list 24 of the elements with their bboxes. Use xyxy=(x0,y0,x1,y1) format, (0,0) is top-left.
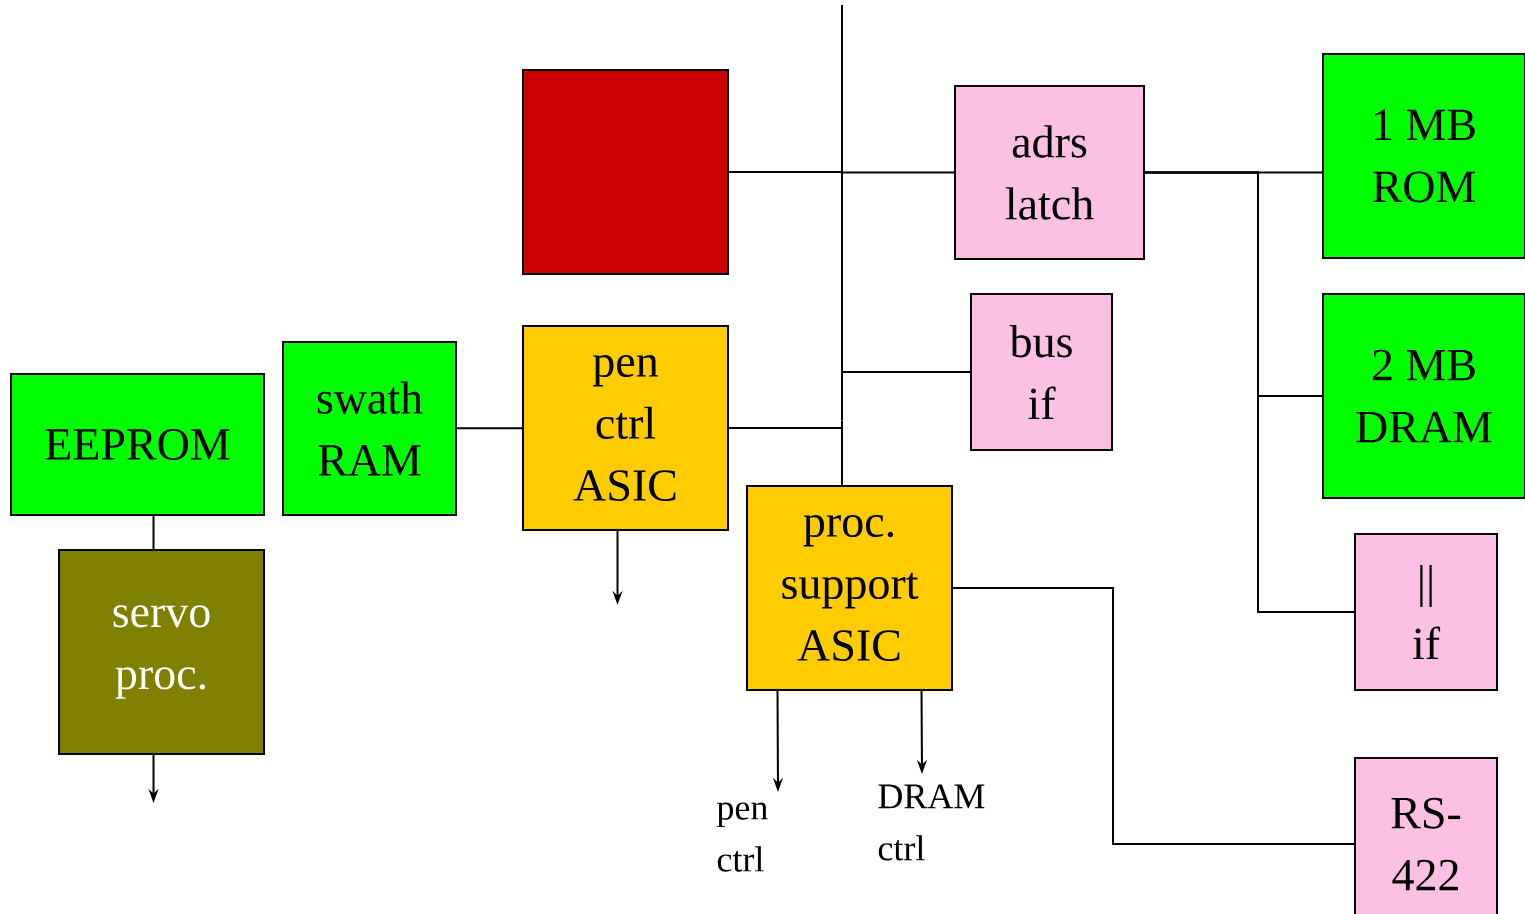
block-box: swath RAM xyxy=(282,341,457,516)
block-box: RS-422 xyxy=(1354,757,1498,914)
connector-line xyxy=(1144,171,1355,613)
connector-line xyxy=(841,371,971,373)
block-box xyxy=(522,69,729,275)
connector-line xyxy=(728,171,843,173)
connector-line xyxy=(728,427,843,429)
block-box: || if xyxy=(1354,533,1498,691)
block-box: adrs latch xyxy=(954,85,1145,260)
block-box: pen ctrl ASIC xyxy=(522,325,729,531)
connector-line xyxy=(841,419,843,486)
block-box: bus if xyxy=(970,293,1113,451)
connector-line xyxy=(456,427,523,430)
connector-line xyxy=(841,171,955,174)
block-box: EEPROM xyxy=(10,373,265,516)
bus-line xyxy=(841,5,843,420)
signal-label: DRAM ctrl xyxy=(878,784,985,861)
signal-label: pen ctrl xyxy=(716,802,768,872)
block-box: 1 MB ROM xyxy=(1322,53,1525,259)
block-box: 2 MB DRAM xyxy=(1322,293,1525,499)
connector-line xyxy=(952,587,1355,845)
block-box: proc. support ASIC xyxy=(746,485,953,691)
block-box: servo proc. xyxy=(58,549,265,755)
connector-line xyxy=(152,515,155,550)
